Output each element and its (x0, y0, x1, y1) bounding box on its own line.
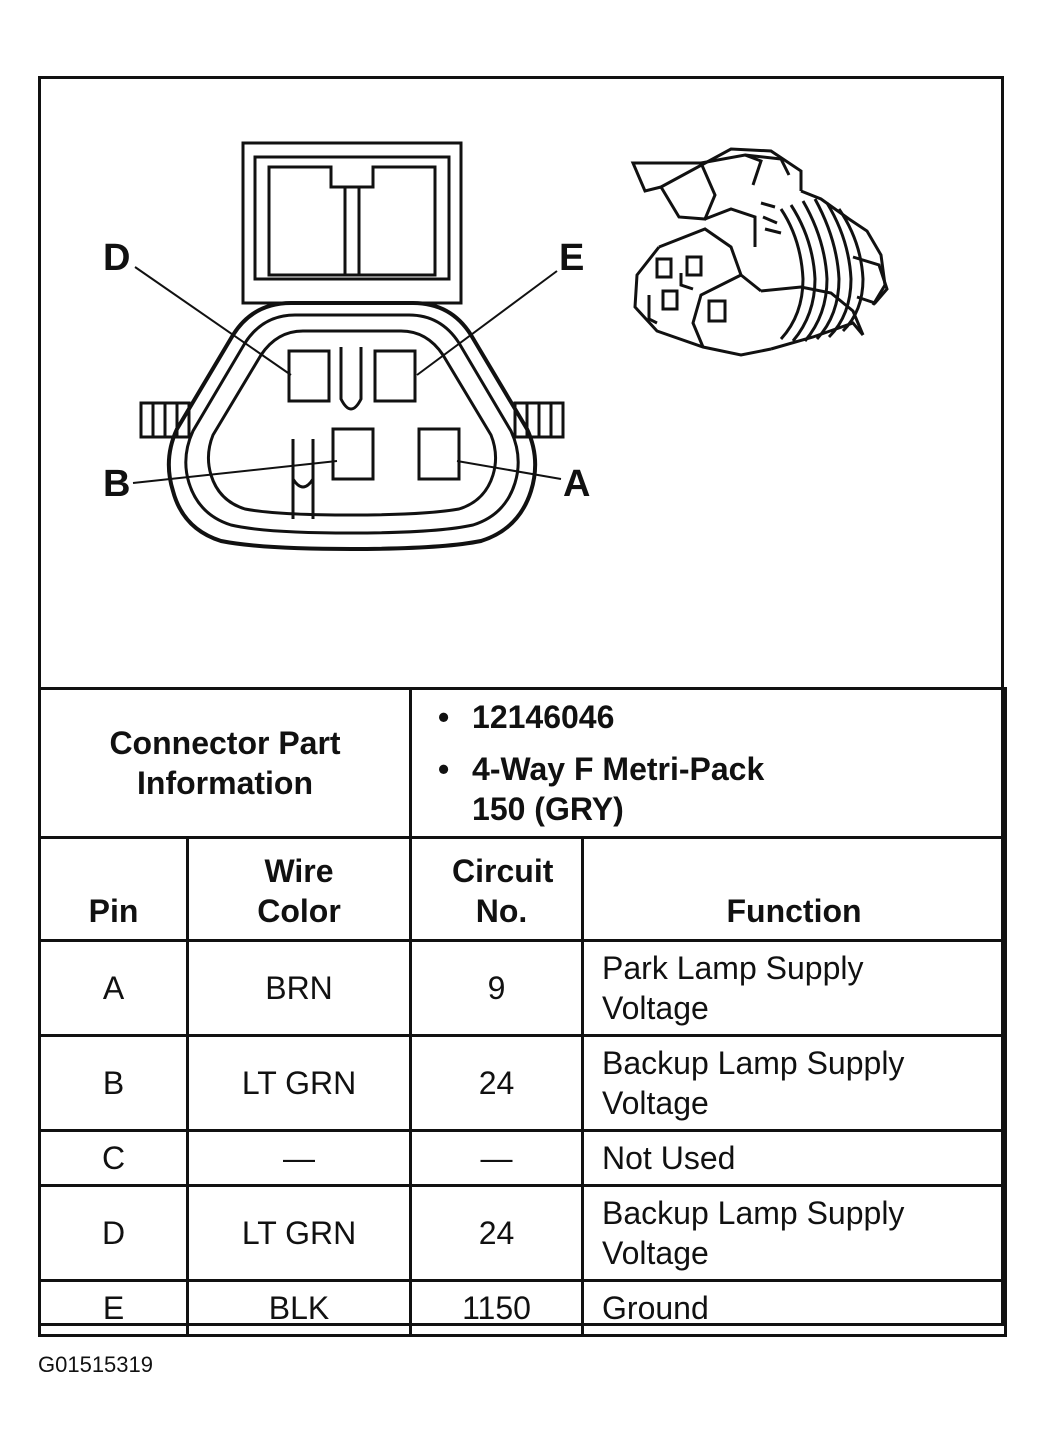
pin-label-e: E (559, 237, 585, 279)
cavity-b (331, 427, 375, 481)
function-cell: Backup Lamp Supply Voltage (581, 1034, 1008, 1132)
leader-line-a (456, 460, 562, 480)
table-row: C — — Not Used (38, 1129, 1008, 1187)
table-row: B LT GRN 24 Backup Lamp Supply Voltage (38, 1034, 1008, 1132)
part-description: 4-Way F Metri-Pack 150 (GRY) (472, 751, 765, 827)
connector-diagram: D E B A (41, 79, 1001, 687)
bullet-icon: • (438, 751, 450, 787)
pin-label-d: D (103, 237, 131, 279)
circuit-cell: 24 (409, 1184, 585, 1282)
wire-color-cell: BRN (185, 939, 413, 1037)
pin-cell: E (38, 1279, 189, 1337)
header-circuit-no: Circuit No. (409, 836, 585, 942)
connector-perspective-view (630, 147, 889, 357)
part-info-list: • 12146046 • 4-Way F Metri-Pack 150 (GRY… (409, 687, 1008, 839)
function-cell: Ground (581, 1279, 1008, 1337)
circuit-cell: 9 (409, 939, 585, 1037)
figure-id: G01515319 (38, 1352, 153, 1377)
function-cell: Not Used (581, 1129, 1008, 1187)
part-number: 12146046 (472, 699, 615, 735)
header-function: Function (581, 836, 1008, 942)
part-info-row: Connector Part Information • 12146046 • … (37, 687, 1008, 839)
part-info-item: • 12146046 (438, 697, 1004, 737)
function-cell: Park Lamp Supply Voltage (581, 939, 1008, 1037)
wire-color-cell: LT GRN (185, 1184, 413, 1282)
table-row: A BRN 9 Park Lamp Supply Voltage (38, 939, 1008, 1037)
leader-line-e (416, 270, 558, 376)
pin-cell: D (38, 1184, 189, 1282)
bullet-icon: • (438, 699, 450, 735)
pin-cell: B (38, 1034, 189, 1132)
cavity-e (373, 349, 417, 403)
circuit-cell: 24 (409, 1034, 585, 1132)
table-row: D LT GRN 24 Backup Lamp Supply Voltage (38, 1184, 1008, 1282)
part-info-item: • 4-Way F Metri-Pack 150 (GRY) (438, 749, 812, 829)
pin-label-b: B (103, 463, 131, 505)
circuit-cell: 1150 (409, 1279, 585, 1337)
cavity-a (417, 427, 461, 481)
pin-cell: C (38, 1129, 189, 1187)
leader-line-d (134, 266, 292, 376)
wire-color-cell: BLK (185, 1279, 413, 1337)
circuit-cell: — (409, 1129, 585, 1187)
cavity-d (287, 349, 331, 403)
connector-face-drawing (132, 141, 889, 552)
connector-outer-shell (166, 301, 538, 552)
pin-cell: A (38, 939, 189, 1037)
connector-info-table: Connector Part Information • 12146046 • … (37, 687, 1008, 1337)
table-row: E BLK 1150 Ground (38, 1279, 1008, 1337)
function-cell: Backup Lamp Supply Voltage (581, 1184, 1008, 1282)
leader-line-b (132, 460, 338, 484)
part-info-heading: Connector Part Information (37, 687, 413, 839)
connector-figure-frame: D E B A Connector Part Information • 121… (37, 76, 1008, 1337)
pin-label-a: A (563, 463, 591, 505)
header-wire-color: Wire Color (185, 836, 413, 942)
table-header-row: Pin Wire Color Circuit No. Function (38, 836, 1008, 942)
wire-color-cell: — (185, 1129, 413, 1187)
wire-color-cell: LT GRN (185, 1034, 413, 1132)
header-pin: Pin (38, 836, 189, 942)
